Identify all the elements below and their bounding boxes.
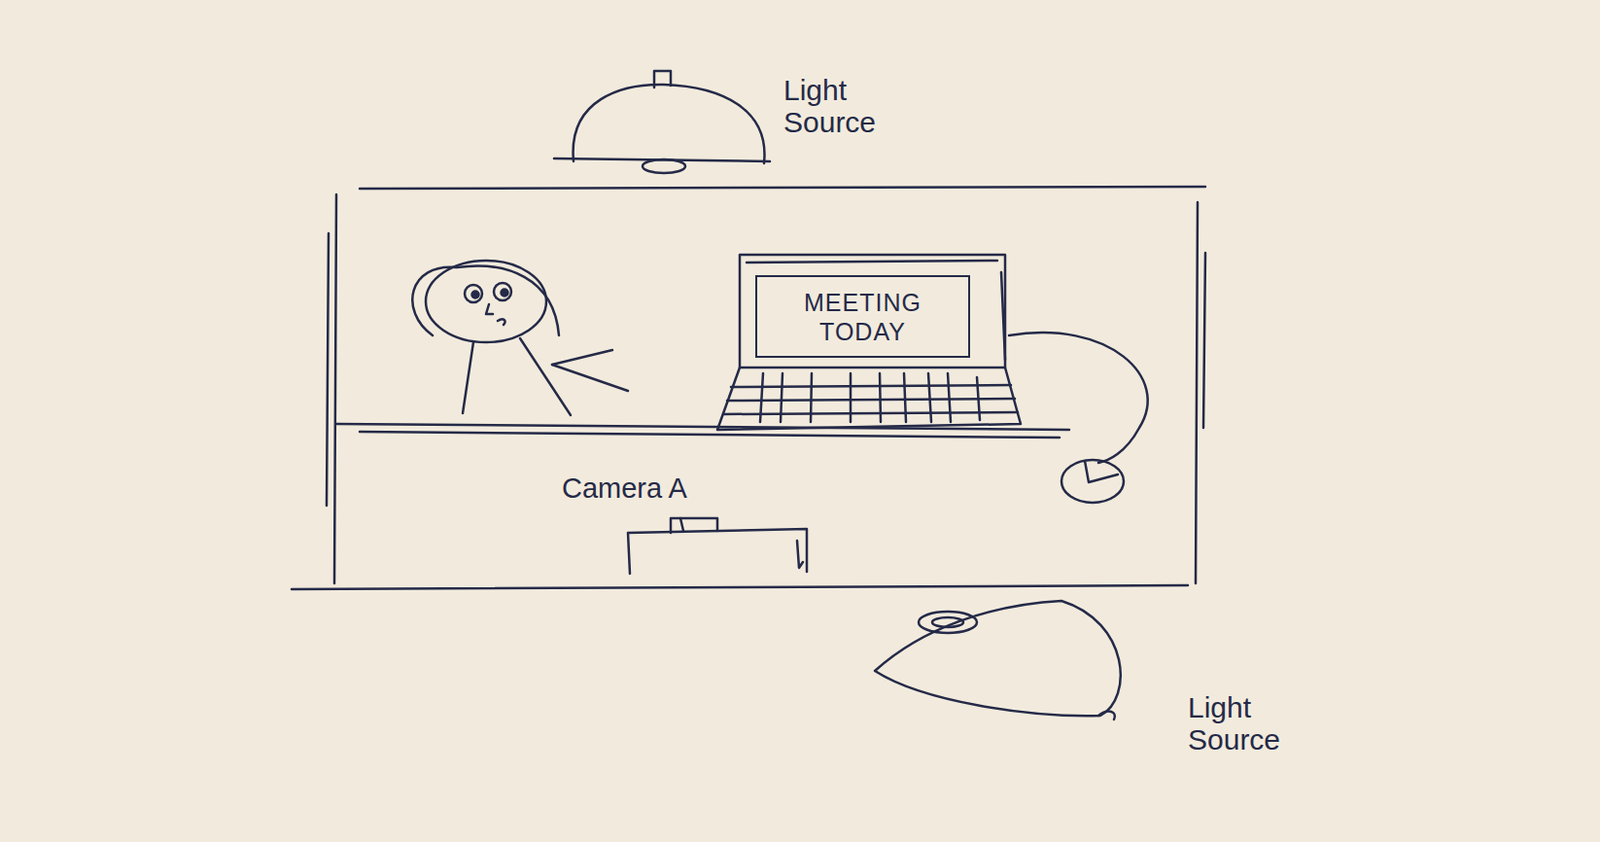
- camera-symbol: [627, 518, 807, 574]
- annotation-label: Light Source: [1187, 691, 1324, 756]
- mouse-symbol: [1008, 332, 1148, 503]
- laptop-symbol: [717, 254, 1021, 430]
- person-figure: [412, 260, 628, 416]
- annotation-label: Light Source: [783, 73, 920, 139]
- room-outline: [291, 186, 1206, 590]
- annotation-label: Camera A: [561, 473, 815, 505]
- screen-box: MEETING TODAY: [755, 275, 971, 358]
- floor-lamp: [874, 600, 1121, 720]
- screen-text: MEETING TODAY: [766, 287, 959, 347]
- ceiling-lamp: [554, 70, 770, 174]
